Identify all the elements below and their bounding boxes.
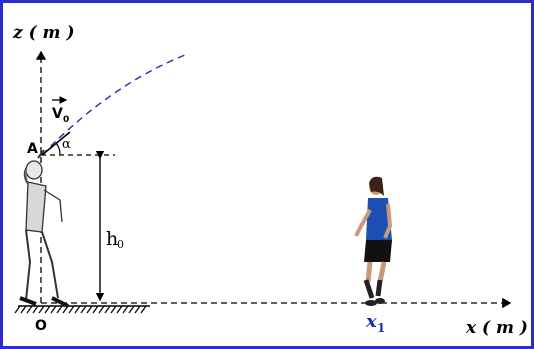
ground-hatching [14, 305, 150, 314]
height-subscript: 0 [117, 238, 124, 251]
velocity-subscript: 0 [63, 115, 69, 125]
x1-label: x [365, 311, 377, 332]
height-label: h [106, 228, 118, 250]
hatch-stroke [134, 305, 141, 314]
hatch-stroke [92, 305, 99, 314]
trajectory-curve [41, 54, 186, 156]
angle-label: α [62, 137, 71, 152]
hatch-stroke [32, 305, 39, 314]
hatch-stroke [128, 305, 135, 314]
velocity-label: V [52, 106, 63, 122]
x1-subscript: 1 [377, 321, 385, 335]
hatch-stroke [104, 305, 111, 314]
hatch-stroke [38, 305, 45, 314]
hatch-stroke [140, 305, 147, 314]
origin-label: O [35, 318, 47, 334]
hatch-stroke [86, 305, 93, 314]
hatch-stroke [68, 305, 75, 314]
hatch-stroke [74, 305, 81, 314]
angle-arc [55, 142, 61, 156]
z-axis-label: z ( m ) [12, 23, 74, 43]
hatch-stroke [44, 305, 51, 314]
x-axis-label: x ( m ) [465, 318, 528, 338]
hatch-stroke [98, 305, 105, 314]
hatch-stroke [14, 305, 21, 314]
hatch-stroke [116, 305, 123, 314]
hatch-stroke [56, 305, 63, 314]
hatch-stroke [110, 305, 117, 314]
point-a-label: A [27, 141, 38, 157]
player-thrower [19, 149, 69, 308]
hatch-stroke [122, 305, 129, 314]
hatch-stroke [50, 305, 57, 314]
hatch-stroke [20, 305, 27, 314]
hatch-stroke [26, 305, 33, 314]
hatch-stroke [80, 305, 87, 314]
player-receiver [354, 176, 393, 306]
